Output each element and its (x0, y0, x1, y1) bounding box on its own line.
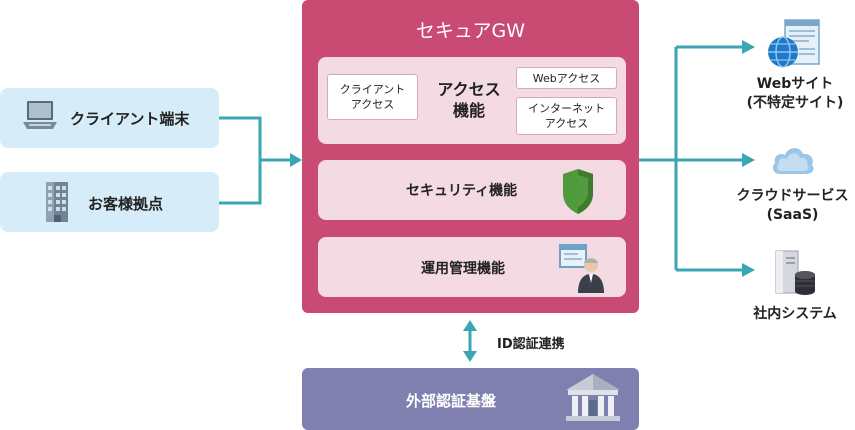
arrowhead-internal (742, 263, 755, 277)
arrowhead-web (742, 40, 755, 54)
internet-access-box: インターネット アクセス (516, 97, 617, 135)
access-title-line2: 機能 (452, 101, 485, 120)
destination-line2: (不特定サイト) (746, 95, 844, 111)
server-icon (775, 250, 815, 295)
access-title-line1: アクセス (437, 80, 501, 99)
destination-cloud-service: クラウドサービス (SaaS) (730, 187, 855, 225)
auth-label: 外部認証基盤 (406, 392, 497, 410)
destination-line1: 社内システム (753, 306, 837, 322)
bank-building-icon (566, 374, 620, 421)
management-panel: 運用管理機能 (318, 237, 626, 297)
source-customer-site: お客様拠点 (0, 172, 219, 232)
cloud-icon (772, 148, 814, 174)
arrowhead-auth-down (463, 351, 477, 362)
shield-icon (563, 169, 593, 214)
connector-site (219, 160, 262, 205)
destination-line1: Webサイト (756, 76, 834, 92)
arrowhead-auth-up (463, 320, 477, 331)
connector-client (219, 116, 290, 162)
gateway-title: セキュアGW (415, 20, 526, 42)
client-access-box: クライアント アクセス (327, 74, 418, 120)
source-label: お客様拠点 (88, 195, 164, 213)
source-label: クライアント端末 (70, 110, 190, 128)
id-auth-link-label: ID認証連携 (497, 337, 565, 352)
destination-line2: (SaaS) (766, 207, 819, 223)
access-function-title: アクセス 機能 (434, 79, 504, 121)
building-icon (46, 182, 68, 222)
destination-line1: クラウドサービス (736, 188, 849, 204)
arrowhead-gw (290, 153, 302, 167)
access-panel: クライアント アクセス アクセス 機能 Webアクセス インターネット アクセス (318, 57, 626, 144)
laptop-icon (23, 101, 57, 129)
arrowhead-cloud (742, 153, 755, 167)
external-auth-platform: 外部認証基盤 (302, 368, 639, 430)
web-globe-icon (768, 19, 820, 68)
web-access-box: Webアクセス (516, 67, 617, 89)
management-label: 運用管理機能 (421, 261, 505, 277)
destination-internal-system: 社内システム (740, 305, 850, 324)
admin-monitor-icon (559, 244, 604, 293)
security-label: セキュリティ機能 (406, 183, 518, 199)
security-panel: セキュリティ機能 (318, 160, 626, 220)
source-client-terminal: クライアント端末 (0, 88, 219, 148)
secure-gateway: セキュアGW クライアント アクセス アクセス 機能 Webアクセス インターネ… (302, 0, 639, 313)
destination-web-site: Webサイト (不特定サイト) (740, 75, 850, 113)
